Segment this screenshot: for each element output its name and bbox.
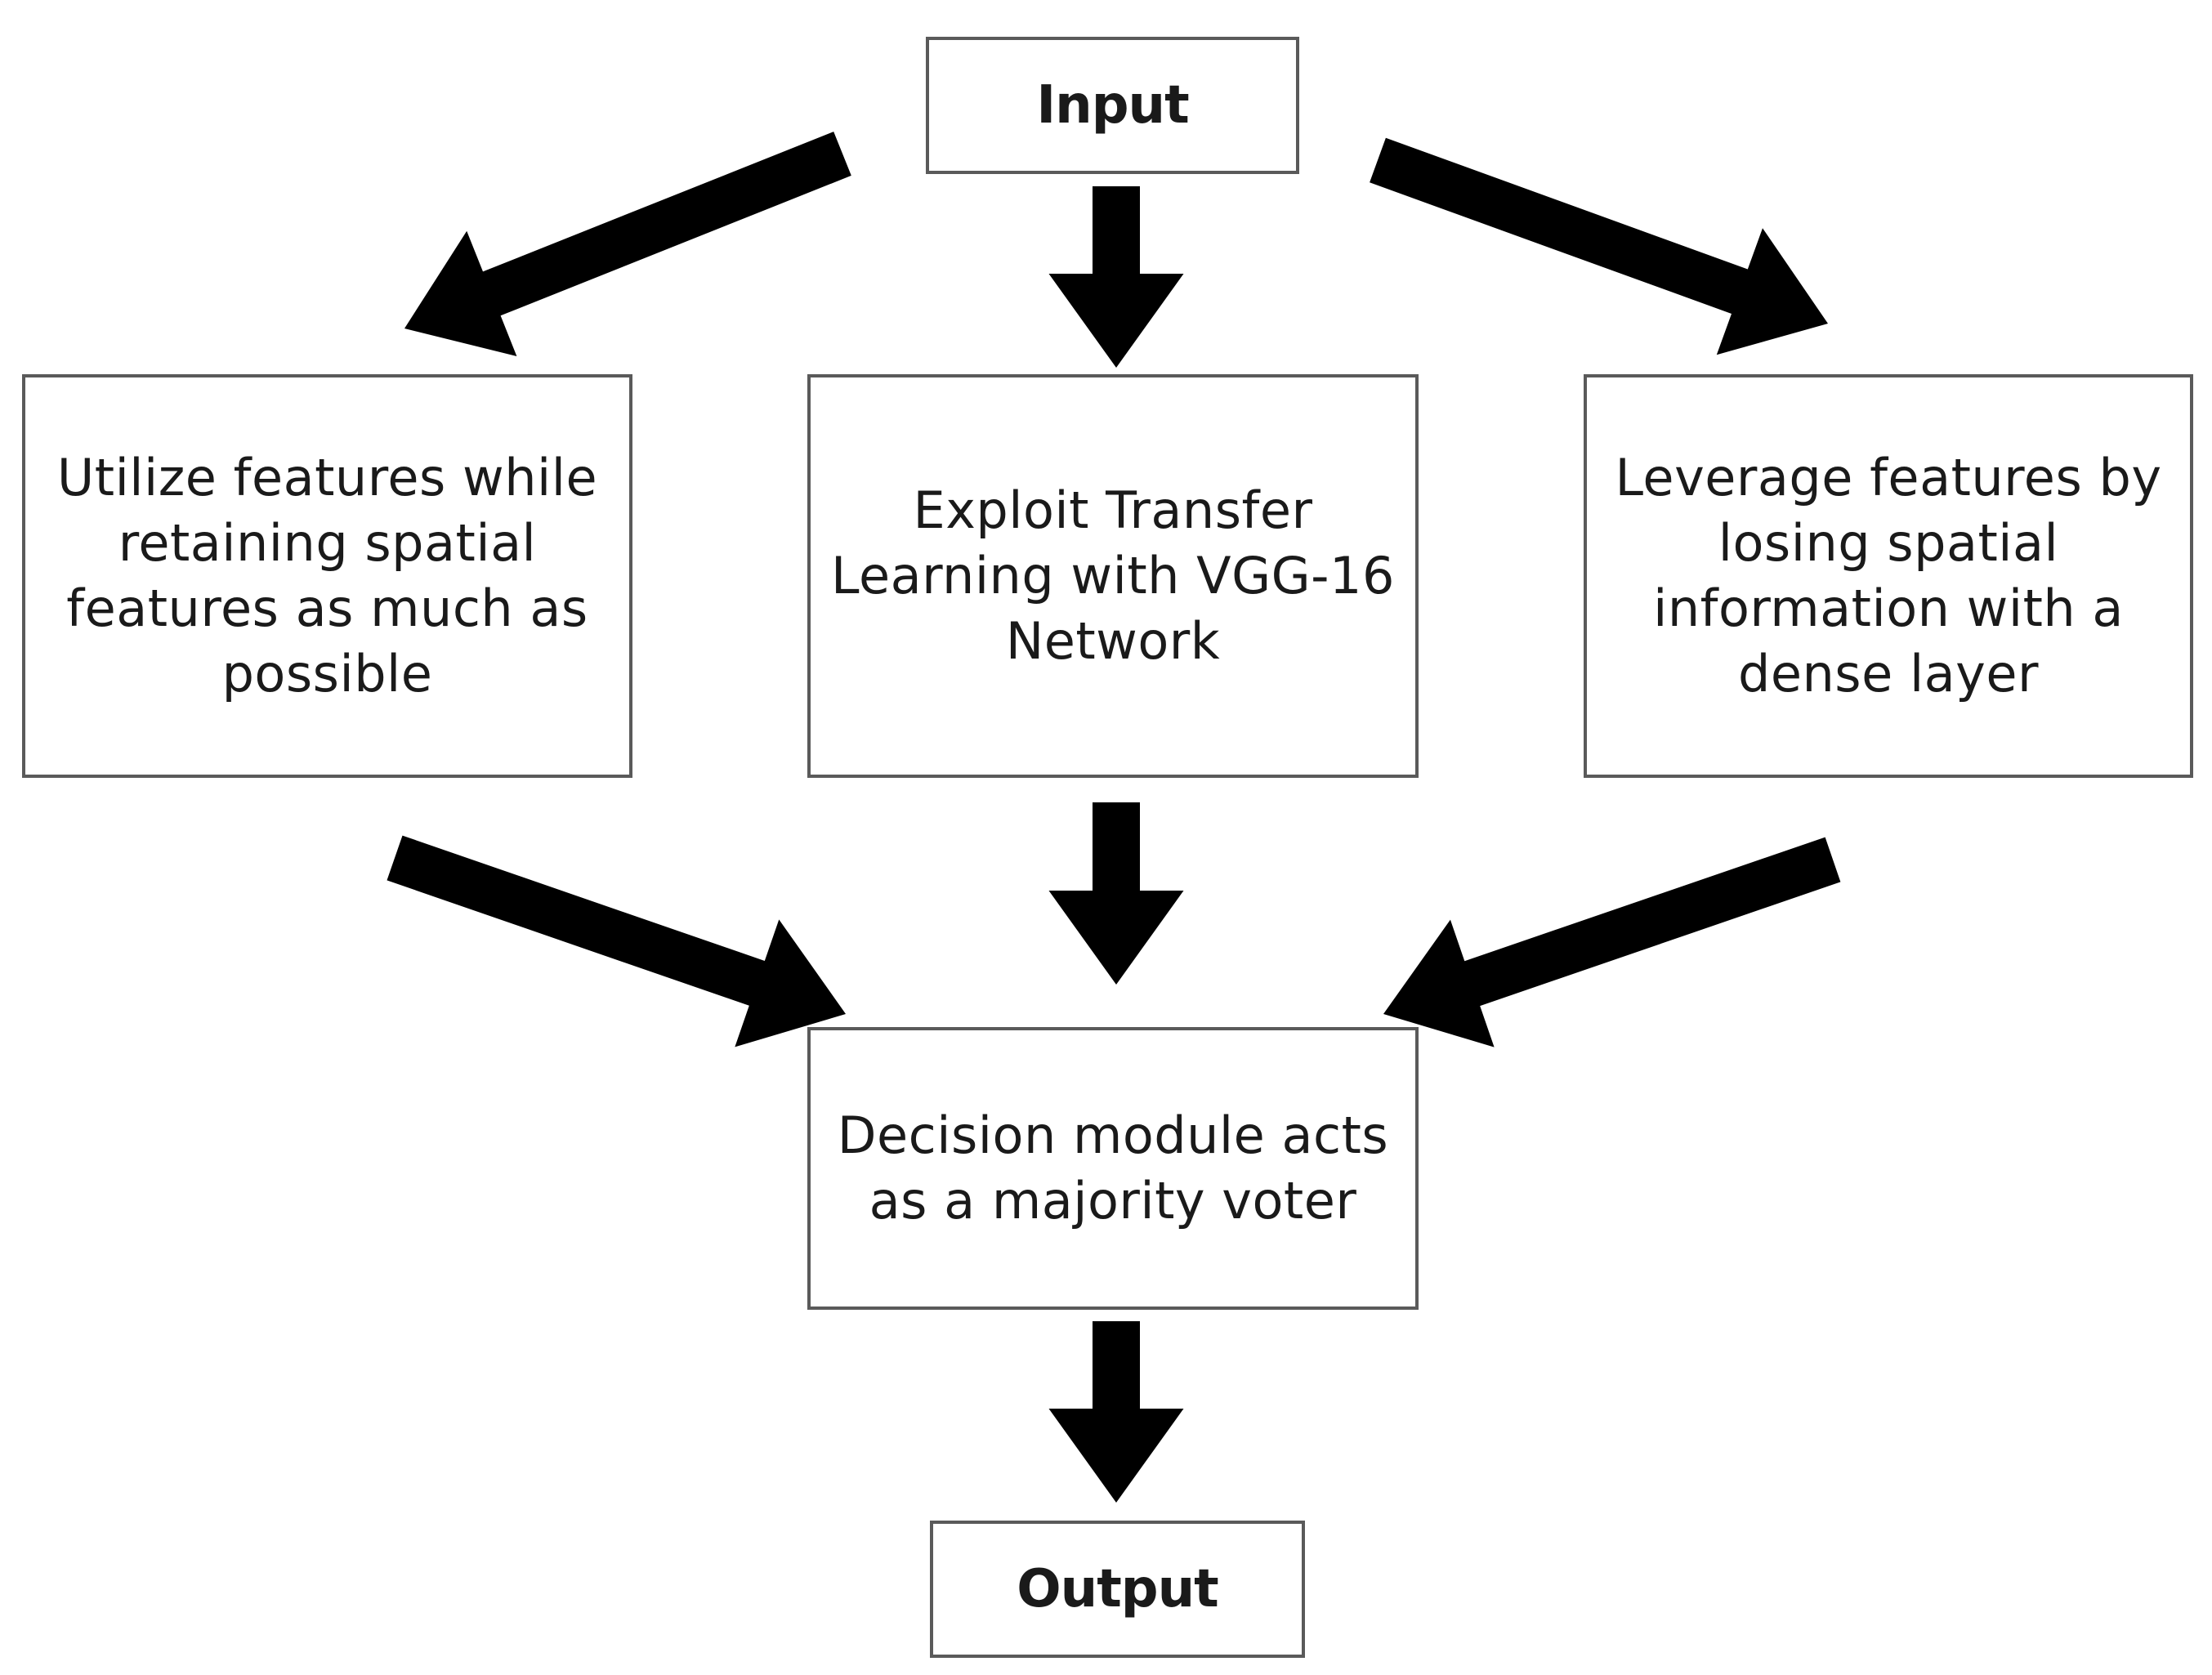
- spatial-features-node: Utilize features while retaining spatial…: [22, 374, 632, 778]
- decision-module-node: Decision module acts as a majority voter: [807, 1027, 1419, 1310]
- input-label: Input: [1036, 75, 1189, 136]
- arrow-left-to-decision: [387, 835, 846, 1047]
- arrow-middle-to-decision: [1048, 802, 1184, 985]
- arrow-input-to-right: [1370, 137, 1828, 355]
- dense-layer-node: Leverage features by losing spatial info…: [1584, 374, 2193, 778]
- transfer-learning-label: Exploit Transfer Learning with VGG-16 Ne…: [831, 480, 1395, 671]
- transfer-learning-node: Exploit Transfer Learning with VGG-16 Ne…: [807, 374, 1419, 778]
- decision-module-label: Decision module acts as a majority voter: [837, 1106, 1389, 1231]
- input-node: Input: [926, 37, 1299, 174]
- arrow-input-to-middle: [1048, 186, 1184, 368]
- dense-layer-label: Leverage features by losing spatial info…: [1615, 448, 2162, 704]
- arrow-decision-to-output: [1048, 1321, 1184, 1503]
- spatial-features-label: Utilize features while retaining spatial…: [56, 448, 598, 704]
- output-label: Output: [1017, 1559, 1219, 1619]
- output-node: Output: [930, 1521, 1305, 1658]
- arrow-input-to-left: [404, 132, 851, 356]
- arrow-right-to-decision: [1383, 837, 1841, 1047]
